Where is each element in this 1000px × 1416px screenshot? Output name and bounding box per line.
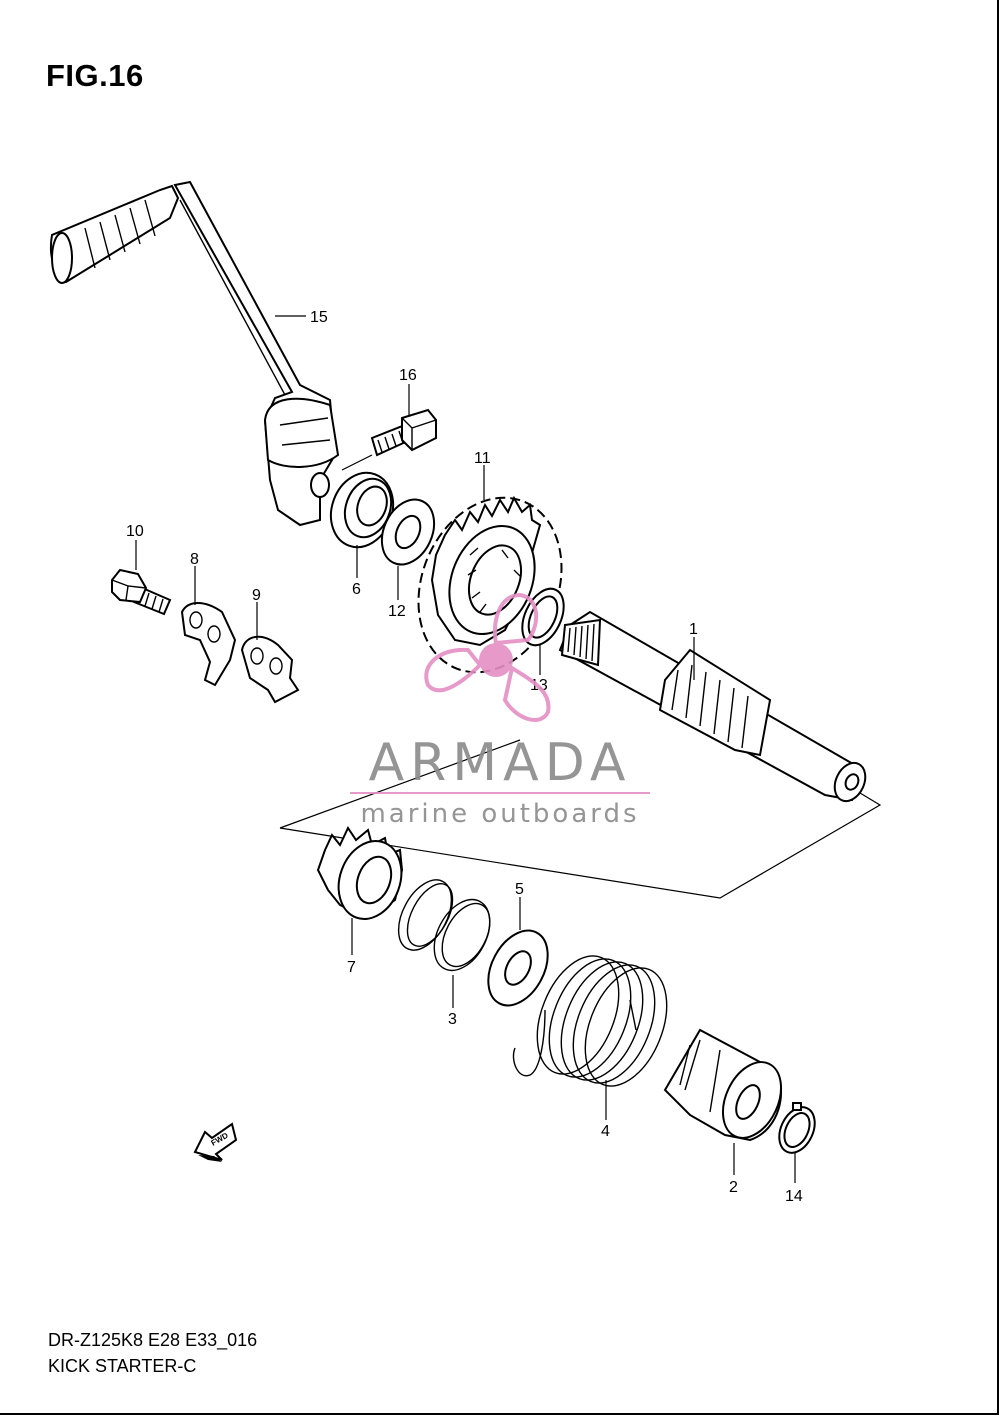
callout-1: 1: [689, 621, 698, 638]
kick-drive-gear[interactable]: [316, 825, 412, 928]
kick-starter-shaft[interactable]: [558, 610, 871, 806]
guide-plate-8[interactable]: [180, 602, 237, 687]
callout-3: 3: [448, 1011, 457, 1028]
watermark-tagline: marine outboards: [360, 799, 639, 829]
lever-bolt[interactable]: [370, 408, 437, 457]
leader-lines: [135, 315, 796, 1183]
callout-4: 4: [601, 1123, 610, 1140]
washer-5[interactable]: [476, 920, 559, 1015]
callout-16: 16: [399, 367, 417, 384]
callout-6: 6: [352, 581, 361, 598]
oil-seal[interactable]: [321, 464, 403, 556]
callout-12: 12: [388, 603, 406, 620]
callout-14: 14: [785, 1188, 803, 1205]
callout-9: 9: [252, 587, 261, 604]
bolt-10[interactable]: [111, 568, 172, 616]
callout-numbers: 15 16 11 1 10 8 9 6 12 13 5 7 3 4 2 14: [126, 309, 803, 1205]
callout-11: 11: [474, 450, 491, 467]
spring-3[interactable]: [388, 871, 501, 980]
callout-5: 5: [515, 881, 524, 898]
figure-title: FIG.16: [46, 58, 144, 93]
model-code: DR-Z125K8 E28 E33_016: [48, 1330, 258, 1350]
callout-2: 2: [729, 1179, 738, 1196]
callout-10: 10: [126, 523, 144, 540]
callout-15: 15: [310, 309, 328, 326]
assembly-bracket-line: [279, 739, 882, 899]
propeller-logo-icon: [424, 592, 551, 722]
washer-12[interactable]: [372, 491, 444, 573]
kick-idle-gear[interactable]: [393, 476, 587, 694]
spring-guide[interactable]: [663, 1028, 792, 1147]
assembly-name: KICK STARTER-C: [48, 1356, 197, 1376]
brand-watermark: ARMADA marine outboards: [350, 592, 650, 829]
plate-9[interactable]: [240, 635, 300, 704]
kick-starter-lever[interactable]: [50, 180, 340, 527]
callout-8: 8: [190, 551, 199, 568]
circlip-14[interactable]: [772, 1101, 821, 1158]
watermark-brand: ARMADA: [369, 733, 632, 793]
return-spring[interactable]: [512, 944, 682, 1098]
fwd-arrow-icon: FWD: [193, 1122, 238, 1162]
callout-7: 7: [347, 959, 356, 976]
